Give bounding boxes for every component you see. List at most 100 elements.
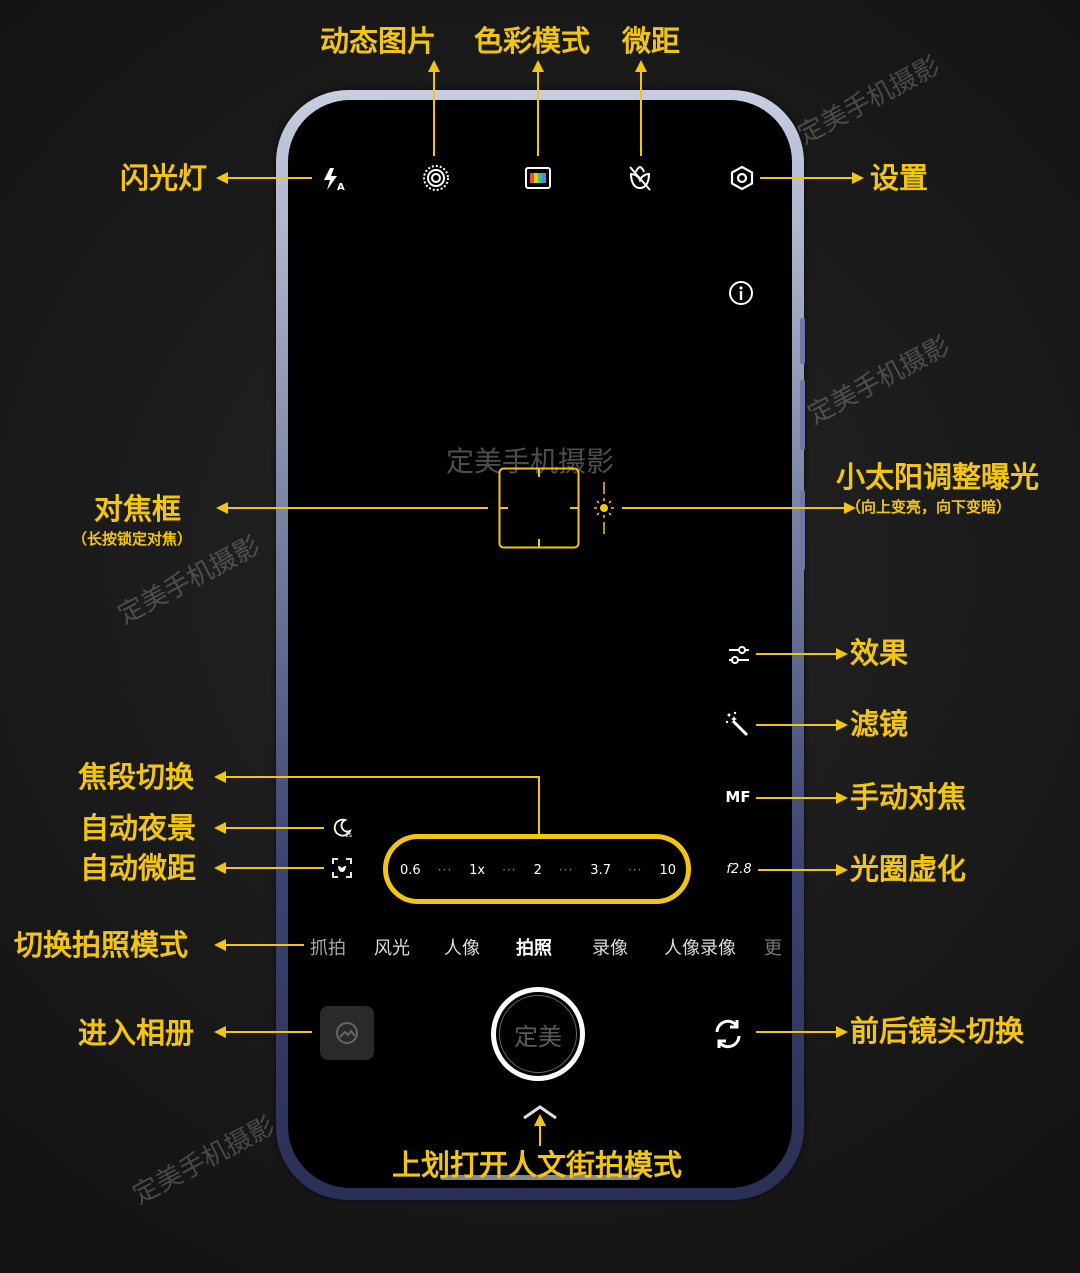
pointer-line [760, 177, 852, 179]
label-manual-focus: 手动对焦 [850, 780, 967, 814]
arrow-head [852, 172, 864, 184]
color-mode-icon[interactable] [522, 162, 554, 194]
mode-video[interactable]: 录像 [592, 938, 628, 959]
pointer-line [224, 827, 324, 829]
label-macro: 微距 [622, 24, 681, 58]
label-focus-frame-sub: （长按锁定对焦） [72, 530, 193, 548]
arrow-head [635, 60, 647, 72]
watermark: 定美手机摄影 [803, 330, 956, 431]
home-indicator [440, 1175, 640, 1180]
pointer-line [756, 724, 836, 726]
label-live-photo: 动态图片 [320, 24, 437, 58]
mode-more[interactable]: 更 [764, 938, 782, 959]
flip-camera-icon[interactable] [708, 1014, 748, 1054]
arrow-head [836, 792, 848, 804]
zoom-3.7[interactable]: 3.7 [590, 862, 611, 878]
pointer-line [756, 797, 836, 799]
arrow-head [216, 172, 228, 184]
power-button [800, 490, 805, 570]
pointer-line [224, 776, 540, 778]
zoom-0.6[interactable]: 0.6 [400, 862, 421, 878]
label-effects: 效果 [850, 636, 909, 670]
flash-auto-icon[interactable]: A [318, 164, 348, 194]
zoom-selector-highlight [383, 834, 691, 904]
label-flash: 闪光灯 [120, 161, 208, 195]
pointer-line [640, 70, 642, 156]
label-auto-macro: 自动微距 [80, 851, 197, 885]
label-flip-camera: 前后镜头切换 [850, 1014, 1025, 1048]
shutter-inner: 定美 [499, 995, 577, 1073]
pointer-line [537, 70, 539, 156]
zoom-1x[interactable]: 1x [469, 862, 486, 878]
live-photo-icon[interactable] [420, 162, 452, 194]
macro-off-icon[interactable] [624, 162, 656, 194]
watermark-center: 定美手机摄影 [446, 445, 615, 478]
gallery-button[interactable] [320, 1006, 374, 1060]
label-focus-frame: 对焦框 [94, 492, 182, 526]
gallery-icon [336, 1022, 358, 1044]
zoom-2[interactable]: 2 [533, 862, 542, 878]
pointer-line [756, 653, 836, 655]
auto-macro-icon[interactable] [330, 856, 354, 880]
night-icon[interactable]: 1s [330, 816, 354, 840]
arrow-head [214, 1026, 226, 1038]
label-street-mode: 上划打开人文街拍模式 [392, 1148, 683, 1182]
arrow-head [214, 862, 226, 874]
arrow-head [836, 864, 848, 876]
mode-portrait-video[interactable]: 人像录像 [664, 938, 736, 959]
filter-wand-icon[interactable] [724, 710, 752, 738]
shutter-button[interactable]: 定美 [491, 987, 585, 1081]
sun-icon[interactable] [594, 482, 614, 534]
label-color-mode: 色彩模式 [474, 24, 591, 58]
label-focal-switch: 焦段切换 [78, 760, 195, 794]
arrow-head [216, 502, 228, 514]
zoom-10[interactable]: 10 [659, 862, 676, 878]
label-gallery: 进入相册 [78, 1016, 195, 1050]
arrow-head [428, 60, 440, 72]
arrow-head [836, 1026, 848, 1038]
label-filters: 滤镜 [850, 707, 909, 741]
arrow-head [214, 822, 226, 834]
pointer-line [226, 507, 488, 509]
pointer-line [224, 867, 324, 869]
arrow-head [532, 60, 544, 72]
label-auto-night: 自动夜景 [80, 811, 197, 845]
zoom-dots: ··· [502, 863, 517, 877]
pointer-line [224, 1031, 312, 1033]
aperture-value: f2.8 [726, 861, 752, 877]
mode-landscape[interactable]: 风光 [374, 938, 410, 959]
mode-snapshot[interactable]: 抓拍 [310, 938, 346, 959]
info-icon[interactable] [726, 278, 756, 308]
pointer-line [758, 869, 836, 871]
mode-photo[interactable]: 拍照 [516, 938, 552, 959]
label-aperture-blur: 光圈虚化 [850, 852, 967, 886]
arrow-head [844, 502, 856, 514]
pointer-line [433, 70, 435, 156]
pointer-line [224, 944, 304, 946]
aperture-button[interactable]: f2.8 [722, 858, 756, 880]
label-exposure-sub: （向上变亮，向下变暗） [846, 498, 1012, 516]
pointer-line [538, 776, 540, 834]
pointer-line [539, 1124, 541, 1146]
pointer-line [756, 1031, 836, 1033]
settings-icon[interactable] [726, 162, 758, 194]
svg-text:1s: 1s [345, 832, 352, 839]
arrow-head [534, 1114, 546, 1126]
arrow-head [836, 719, 848, 731]
chevron-up-icon[interactable] [520, 1102, 560, 1122]
label-switch-mode: 切换拍照模式 [14, 928, 189, 962]
zoom-dots: ··· [437, 863, 453, 877]
mode-strip: 抓拍 风光 人像 拍照 录像 人像录像 更 [300, 934, 790, 960]
mode-portrait[interactable]: 人像 [444, 938, 480, 959]
effects-icon[interactable] [726, 642, 752, 668]
focus-frame[interactable] [498, 467, 580, 549]
zoom-selector: 0.6 ··· 1x ··· 2 ··· 3.7 ··· 10 [400, 858, 676, 882]
manual-focus-button[interactable]: MF [725, 788, 751, 806]
svg-text:A: A [337, 182, 345, 192]
volume-button [800, 318, 805, 364]
label-settings: 设置 [870, 161, 929, 195]
watermark: 定美手机摄影 [128, 1110, 281, 1211]
pointer-line [226, 177, 312, 179]
zoom-dots: ··· [627, 863, 643, 877]
watermark: 定美手机摄影 [793, 50, 946, 151]
